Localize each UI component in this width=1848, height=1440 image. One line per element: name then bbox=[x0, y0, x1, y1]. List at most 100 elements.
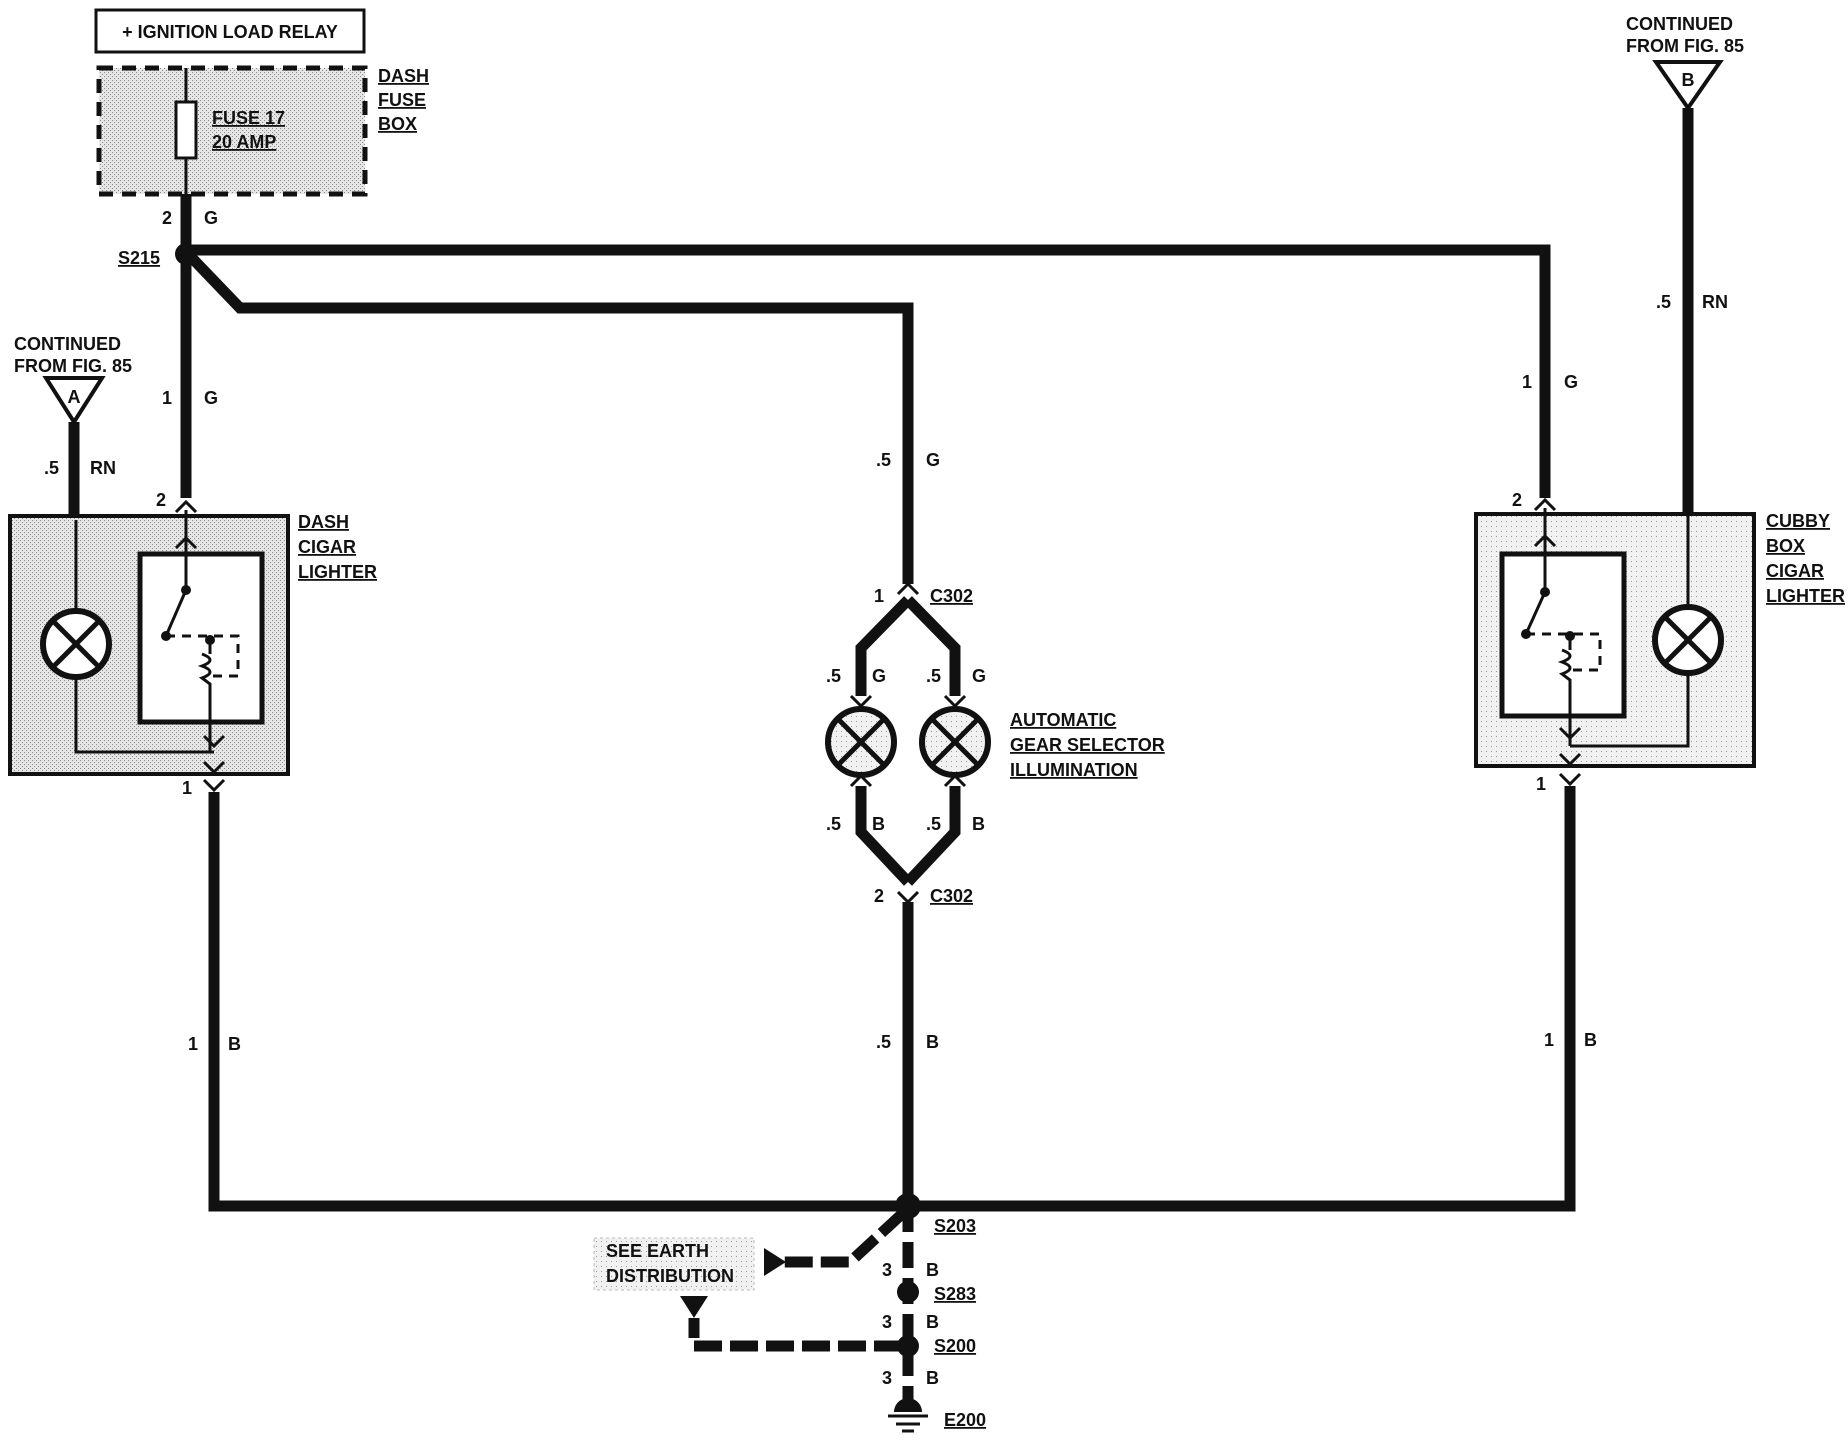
wire-s200-earth-distribution bbox=[688, 1318, 902, 1352]
continued-b-triangle bbox=[1652, 60, 1724, 112]
see-earth-distribution: SEE EARTH DISTRIBUTION bbox=[593, 1237, 755, 1291]
c302-bottom-pin: 2 bbox=[874, 886, 884, 906]
continued-b-line1: CONTINUED bbox=[1626, 14, 1733, 34]
wire-label-size: 1 bbox=[1544, 1030, 1554, 1050]
cubby-lighter-pin-top: 2 bbox=[1512, 490, 1522, 510]
wire-gear-branch-bottom bbox=[855, 786, 961, 886]
splice-s200 bbox=[897, 1335, 919, 1357]
dash-cigar-lighter: 2 1 DASH CIGAR LIGHTER bbox=[8, 490, 377, 798]
wire-label-color: RN bbox=[90, 458, 116, 478]
wire-label-color: RN bbox=[1702, 292, 1728, 312]
dash-lighter-label-2: CIGAR bbox=[298, 537, 356, 557]
c302-top-label: C302 bbox=[930, 586, 973, 606]
wire-label-color: G bbox=[872, 666, 886, 686]
ground-e200-label: E200 bbox=[944, 1410, 986, 1430]
wire-label-color: G bbox=[204, 208, 218, 228]
gear-selector-label-3: ILLUMINATION bbox=[1010, 760, 1138, 780]
fuse-symbol bbox=[174, 100, 198, 160]
wire-label-size: .5 bbox=[876, 1032, 891, 1052]
splice-s215-label: S215 bbox=[118, 248, 160, 268]
dash-lighter-label-1: DASH bbox=[298, 512, 349, 532]
dash-fuse-box: FUSE 17 20 AMP DASH FUSE BOX bbox=[96, 65, 429, 197]
wires bbox=[68, 108, 1694, 1406]
dash-fuse-box-label-1: DASH bbox=[378, 66, 429, 86]
wire-label-size: .5 bbox=[44, 458, 59, 478]
wire-label-color: G bbox=[204, 388, 218, 408]
cubby-lighter-label-4: LIGHTER bbox=[1766, 586, 1845, 606]
wire-label-size: .5 bbox=[926, 666, 941, 686]
wire-label-size: .5 bbox=[1656, 292, 1671, 312]
earth-distribution-line1: SEE EARTH bbox=[606, 1241, 709, 1261]
dash-lighter-element-box bbox=[137, 551, 265, 725]
dash-fuse-box-label-2: FUSE bbox=[378, 90, 426, 110]
continued-a-line2: FROM FIG. 85 bbox=[14, 356, 132, 376]
gear-selector-illumination: AUTOMATIC GEAR SELECTOR ILLUMINATION bbox=[825, 581, 1165, 905]
cubby-lighter-label-3: CIGAR bbox=[1766, 561, 1824, 581]
wire-s203-earth-distribution bbox=[780, 1209, 906, 1268]
wire-s215-gear-selector bbox=[188, 254, 914, 584]
wire-label-size: .5 bbox=[926, 814, 941, 834]
dash-fuse-box-label-3: BOX bbox=[378, 114, 417, 134]
wire-label-color: B bbox=[228, 1034, 241, 1054]
earth-distribution-line2: DISTRIBUTION bbox=[606, 1266, 734, 1286]
wire-label-size: 2 bbox=[162, 208, 172, 228]
splice-s283-label: S283 bbox=[934, 1284, 976, 1304]
splice-s203-label: S203 bbox=[934, 1216, 976, 1236]
wire-label-color: B bbox=[926, 1312, 939, 1332]
wire-label-color: G bbox=[1564, 372, 1578, 392]
wire-label-color: B bbox=[872, 814, 885, 834]
continued-b-line2: FROM FIG. 85 bbox=[1626, 36, 1744, 56]
dash-lighter-pin-top: 2 bbox=[156, 490, 166, 510]
wire-label-color: B bbox=[972, 814, 985, 834]
wire-s215-cubby-lighter bbox=[186, 244, 1551, 498]
continued-b: CONTINUED FROM FIG. 85 B bbox=[1626, 14, 1744, 112]
cubby-box-cigar-lighter: 2 1 CUBBY BOX CIGAR LIGHTER bbox=[1474, 490, 1845, 794]
splice-s203 bbox=[895, 1193, 921, 1219]
wire-cubby-lighter-ground bbox=[906, 786, 1576, 1212]
ground-e200: E200 bbox=[888, 1398, 986, 1433]
continued-a-line1: CONTINUED bbox=[14, 334, 121, 354]
cubby-lighter-label-1: CUBBY bbox=[1766, 511, 1830, 531]
ground-icon bbox=[894, 1398, 922, 1412]
fuse-amp-label: 20 AMP bbox=[212, 132, 276, 152]
wire-label-size: .5 bbox=[826, 814, 841, 834]
dash-lighter-label-3: LIGHTER bbox=[298, 562, 377, 582]
splice-s215 bbox=[175, 243, 197, 265]
cubby-lighter-label-2: BOX bbox=[1766, 536, 1805, 556]
cubby-lighter-pin-bottom: 1 bbox=[1536, 774, 1546, 794]
wire-label-size: 3 bbox=[882, 1368, 892, 1388]
wire-label-color: G bbox=[926, 450, 940, 470]
wire-label-size: 1 bbox=[162, 388, 172, 408]
splice-s283 bbox=[897, 1281, 919, 1303]
wire-label-color: B bbox=[926, 1368, 939, 1388]
dash-lighter-pin-bottom: 1 bbox=[182, 778, 192, 798]
wire-label-color: G bbox=[972, 666, 986, 686]
continued-a: CONTINUED FROM FIG. 85 A bbox=[14, 334, 132, 426]
continued-b-letter: B bbox=[1682, 70, 1695, 90]
wire-dash-lighter-ground bbox=[208, 792, 906, 1212]
continued-a-triangle bbox=[42, 376, 106, 426]
splice-s200-label: S200 bbox=[934, 1336, 976, 1356]
wire-label-color: B bbox=[1584, 1030, 1597, 1050]
gear-selector-label-2: GEAR SELECTOR bbox=[1010, 735, 1165, 755]
c302-bottom-label: C302 bbox=[930, 886, 973, 906]
wire-label-size: 3 bbox=[882, 1260, 892, 1280]
fuse-17-label: FUSE 17 bbox=[212, 108, 285, 128]
wire-label-size: 1 bbox=[1522, 372, 1532, 392]
wire-label-color: B bbox=[926, 1260, 939, 1280]
ignition-load-relay: + IGNITION LOAD RELAY bbox=[94, 8, 366, 54]
c302-top-pin: 1 bbox=[874, 586, 884, 606]
wire-label-size: 1 bbox=[188, 1034, 198, 1054]
wire-label-size: .5 bbox=[826, 666, 841, 686]
gear-selector-label-1: AUTOMATIC bbox=[1010, 710, 1116, 730]
wire-labels: 2 G 1 G .5 RN .5 G 1 G .5 RN .5 G .5 G .… bbox=[44, 208, 1728, 1388]
continued-a-letter: A bbox=[68, 387, 81, 407]
wire-label-size: .5 bbox=[876, 450, 891, 470]
wire-label-color: B bbox=[926, 1032, 939, 1052]
earth-arrow-down bbox=[680, 1296, 708, 1318]
wire-label-size: 3 bbox=[882, 1312, 892, 1332]
ignition-load-relay-label: + IGNITION LOAD RELAY bbox=[122, 22, 338, 42]
wire-gear-branch-top bbox=[855, 596, 961, 696]
earth-arrow-right bbox=[764, 1248, 786, 1276]
